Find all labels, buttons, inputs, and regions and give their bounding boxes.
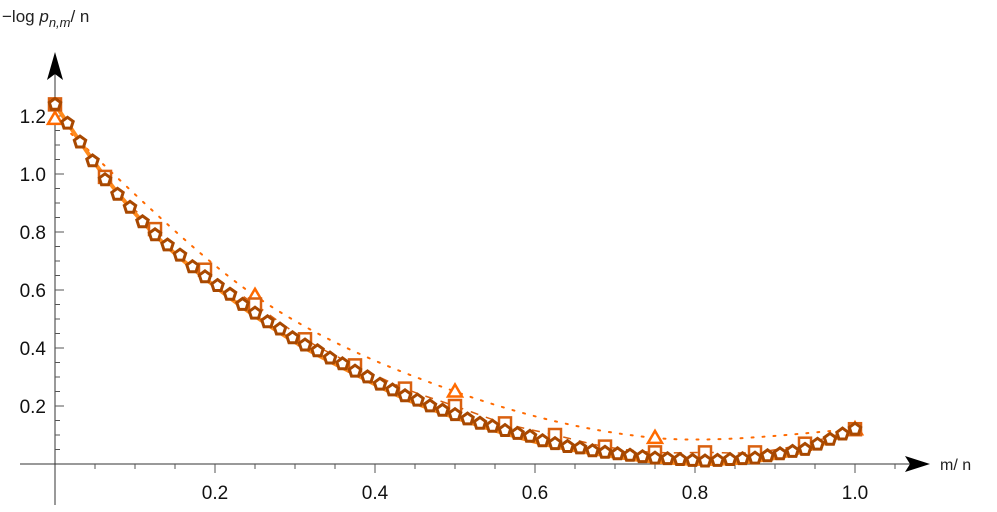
pentagon-marker <box>847 421 863 436</box>
y-tick-label: 0.2 <box>20 397 46 418</box>
pentagon-marker <box>510 425 525 440</box>
y-tick-label: 1.0 <box>20 165 46 186</box>
pentagon-marker <box>835 426 850 441</box>
x-tick-label: 1.0 <box>842 483 868 504</box>
pentagon-marker <box>210 277 225 292</box>
pentagon-marker <box>410 392 425 407</box>
x-axis-arrow-icon <box>905 456 930 472</box>
pentagon-marker <box>347 363 363 378</box>
pentagon-marker <box>710 452 725 467</box>
triangle-marker <box>45 109 65 126</box>
pentagon-marker <box>585 443 600 458</box>
y-tick-label: 1.2 <box>20 107 46 128</box>
pentagon-marker <box>685 452 700 467</box>
pentagon-marker <box>147 227 163 242</box>
pentagon-marker <box>485 418 500 433</box>
pentagon-marker <box>635 448 650 464</box>
pentagon-marker <box>222 286 238 301</box>
pentagon-marker <box>772 446 788 461</box>
pentagon-marker <box>60 115 75 130</box>
y-axis-label-prefix: −log <box>2 7 39 26</box>
x-tick-label: 0.8 <box>682 483 708 504</box>
pentagon-marker <box>810 436 825 451</box>
pentagon-marker <box>135 214 150 229</box>
y-axis-label: −log pn,m/ n <box>2 7 89 30</box>
pentagon-marker <box>522 428 538 443</box>
triangle-marker <box>645 428 665 445</box>
pentagon-marker <box>797 441 813 456</box>
pentagon-marker <box>497 422 513 437</box>
pentagon-marker <box>47 96 63 111</box>
pentagon-marker <box>535 432 550 448</box>
series-line-dotted <box>54 117 856 441</box>
pentagon-marker <box>760 448 775 463</box>
y-tick-label: 0.8 <box>20 223 46 244</box>
pentagon-marker <box>335 356 350 371</box>
pentagon-marker <box>160 237 175 252</box>
pentagon-marker <box>447 406 463 422</box>
pentagon-marker <box>435 402 450 417</box>
pentagon-marker <box>597 444 613 459</box>
y-axis-label-suffix: / n <box>70 7 89 26</box>
pentagon-marker <box>660 450 675 466</box>
pentagon-marker <box>697 453 713 468</box>
pentagon-marker <box>610 446 625 461</box>
pentagon-marker <box>297 337 313 352</box>
pentagon-marker <box>822 431 838 446</box>
axes: 0.2 0.4 0.6 0.8 1.0 0.2 0.4 0.6 0.8 1.0 1.2 <box>20 52 930 505</box>
pentagon-marker <box>547 435 563 451</box>
pentagon-marker <box>310 343 325 358</box>
pentagon-marker <box>472 415 488 430</box>
x-axis-label: m/ n <box>940 457 971 474</box>
y-axis-label-variable: p <box>38 7 48 26</box>
pentagon-marker <box>272 321 288 336</box>
pentagon-marker <box>285 330 300 345</box>
pentagon-marker <box>372 376 388 391</box>
pentagon-marker <box>322 350 338 365</box>
pentagon-marker <box>560 438 575 453</box>
triangle-marker <box>445 382 465 398</box>
pentagon-marker <box>672 451 688 466</box>
pentagon-marker <box>247 305 263 320</box>
y-tick-label: 0.6 <box>20 281 46 302</box>
pentagon-marker <box>235 296 250 311</box>
pentagon-marker <box>785 443 800 458</box>
x-tick-label: 0.6 <box>522 483 548 504</box>
pentagon-marker <box>172 247 188 262</box>
pentagon-marker <box>85 153 100 168</box>
pentagon-marker <box>385 382 400 397</box>
pentagon-marker <box>197 269 213 284</box>
pentagon-marker <box>397 388 413 403</box>
pentagon-marker <box>722 451 738 466</box>
pentagon-marker <box>422 398 438 413</box>
x-tick-label: 0.2 <box>202 483 228 504</box>
pentagon-marker <box>122 199 138 214</box>
y-axis-label-subscript: n,m <box>49 15 71 30</box>
y-axis-arrow-icon <box>47 52 63 80</box>
pentagon-marker <box>735 450 750 466</box>
pentagon-marker <box>460 411 475 426</box>
pentagon-marker <box>185 258 200 274</box>
x-tick-label: 0.4 <box>362 483 389 504</box>
pentagon-marker <box>747 450 763 465</box>
series-markers <box>45 96 865 468</box>
pentagon-marker <box>622 447 638 462</box>
pentagon-marker <box>360 369 375 384</box>
pentagon-marker <box>572 440 588 455</box>
pentagon-marker <box>110 186 125 201</box>
pentagon-marker <box>260 314 275 329</box>
pentagon-marker <box>72 134 88 149</box>
pentagon-marker <box>97 171 113 187</box>
pentagon-marker <box>647 450 663 465</box>
y-tick-label: 0.4 <box>20 339 47 360</box>
